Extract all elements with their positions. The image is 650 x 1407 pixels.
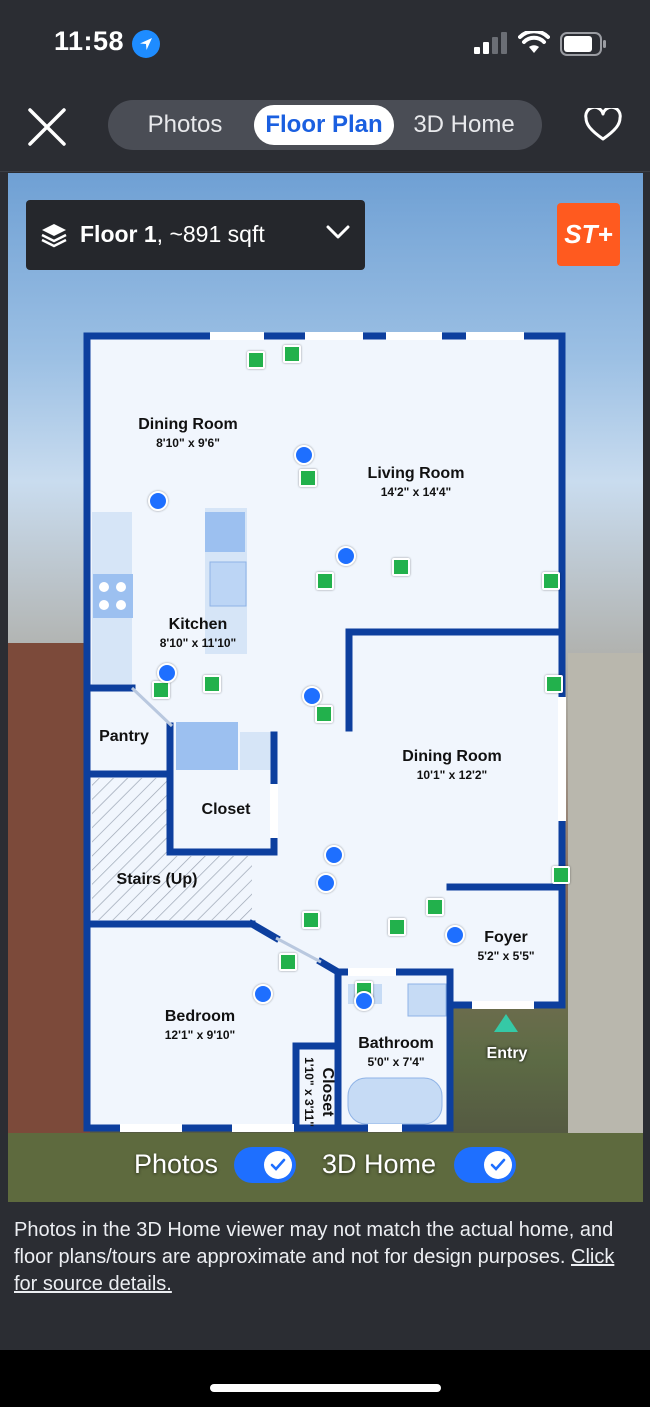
photo-marker[interactable] (299, 469, 317, 487)
room-label: Pantry (99, 728, 149, 745)
background-lawn (8, 1133, 643, 1202)
photo-marker[interactable] (283, 345, 301, 363)
photos-toggle-label: Photos (134, 1149, 219, 1179)
3d-tour-marker[interactable] (302, 686, 322, 706)
photo-marker[interactable] (316, 572, 334, 590)
3d-tour-marker[interactable] (354, 991, 374, 1011)
3d-tour-marker[interactable] (294, 445, 314, 465)
home-indicator[interactable] (210, 1384, 441, 1392)
photo-marker[interactable] (545, 675, 563, 693)
signal-icon (474, 32, 507, 54)
room-label: Closet (201, 801, 251, 818)
background-house-photo (568, 653, 643, 1153)
tab-photos[interactable]: Photos (147, 111, 223, 138)
home-indicator-area (0, 1350, 650, 1407)
photo-marker[interactable] (315, 705, 333, 723)
3d-tour-marker[interactable] (148, 491, 168, 511)
photo-marker[interactable] (388, 918, 406, 936)
layer-toggles: Photos 3D Home (8, 1145, 643, 1191)
floor-selector-label: Floor 1, ~891 sqft (80, 221, 265, 247)
favorite-heart-icon[interactable] (584, 108, 622, 142)
photo-marker[interactable] (152, 681, 170, 699)
check-icon (484, 1151, 512, 1179)
check-icon (264, 1151, 292, 1179)
battery-icon (560, 32, 606, 56)
photo-marker[interactable] (247, 351, 265, 369)
view-switcher: Photos Floor Plan 3D Home (108, 100, 542, 150)
photo-marker[interactable] (392, 558, 410, 576)
tab-floor-plan[interactable]: Floor Plan (254, 105, 394, 145)
st-plus-badge[interactable]: ST+ (557, 203, 620, 266)
photo-marker[interactable] (552, 866, 570, 884)
disclaimer: Photos in the 3D Home viewer may not mat… (14, 1217, 634, 1298)
3d-tour-marker[interactable] (157, 663, 177, 683)
3d-home-toggle[interactable] (454, 1147, 516, 1183)
floor-plan (83, 332, 566, 1132)
room-label: Stairs (Up) (116, 871, 198, 888)
source-details-link[interactable]: Click for source details. (14, 1246, 615, 1295)
photo-marker[interactable] (203, 675, 221, 693)
3d-tour-marker[interactable] (316, 873, 336, 893)
3d-home-toggle-label: 3D Home (322, 1149, 437, 1179)
photo-marker[interactable] (426, 898, 444, 916)
close-icon[interactable] (26, 106, 68, 148)
3d-tour-marker[interactable] (336, 546, 356, 566)
photo-marker[interactable] (302, 911, 320, 929)
status-bar: 11:58 (0, 0, 650, 88)
layers-icon (41, 224, 67, 248)
3d-tour-marker[interactable] (445, 925, 465, 945)
top-nav: Photos Floor Plan 3D Home (0, 88, 650, 172)
photo-marker[interactable] (542, 572, 560, 590)
photos-toggle[interactable] (234, 1147, 296, 1183)
chevron-down-icon (326, 225, 350, 239)
background-house-photo (8, 643, 90, 1163)
status-time: 11:58 (54, 26, 125, 56)
3d-tour-marker[interactable] (324, 845, 344, 865)
photo-marker[interactable] (279, 953, 297, 971)
tab-3d-home[interactable]: 3D Home (413, 111, 515, 138)
3d-tour-marker[interactable] (253, 984, 273, 1004)
location-icon (132, 30, 160, 58)
floor-selector[interactable]: Floor 1, ~891 sqft (26, 200, 365, 270)
disclaimer-text: Photos in the 3D Home viewer may not mat… (14, 1219, 614, 1268)
entry-label: Entry (486, 1045, 528, 1062)
wifi-icon (518, 31, 550, 53)
